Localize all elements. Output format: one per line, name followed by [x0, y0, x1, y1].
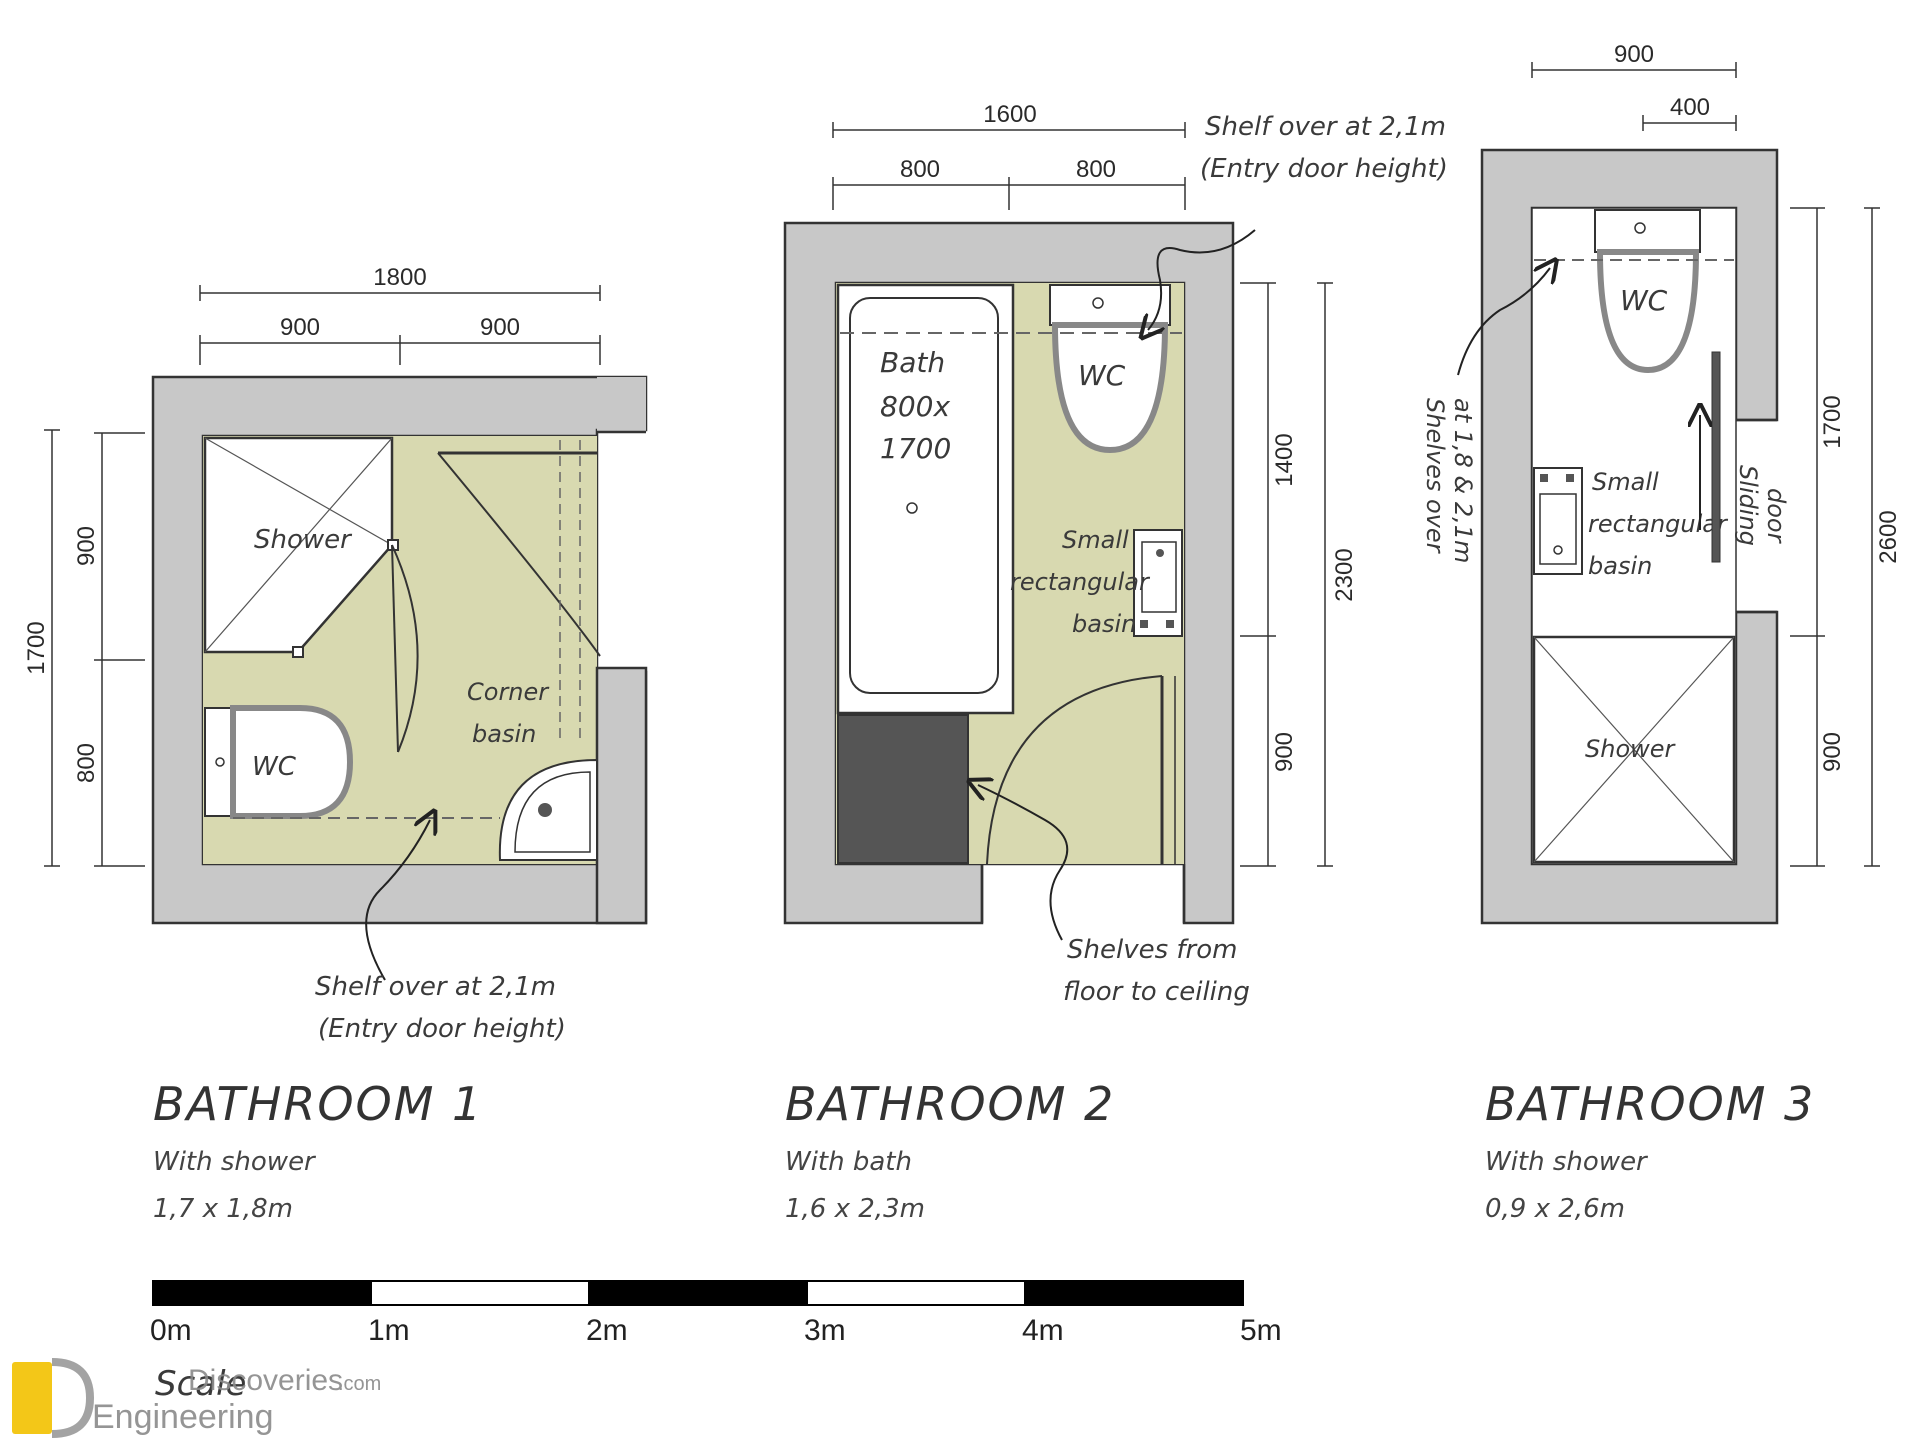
bathroom-2-note-bottom-line-1: Shelves from: [1067, 935, 1237, 965]
svg-text:1600: 1600: [983, 101, 1036, 128]
svg-text:1700: 1700: [23, 621, 50, 674]
bathroom-3-dims-right: 1700 900 2600: [1790, 207, 1902, 867]
svg-text:900: 900: [1614, 41, 1654, 68]
svg-text:Bath: Bath: [880, 346, 945, 379]
bathroom-2-dims-right: 1400 900 2300: [1240, 282, 1358, 867]
bathroom-3-title: BATHROOM 3: [1485, 1077, 1815, 1131]
bathroom-3-plan: WC Small rectangular basin Sliding door …: [1421, 41, 1902, 1224]
bathroom-1-title: BATHROOM 1: [153, 1077, 483, 1131]
scale-label-2: 2m: [586, 1314, 628, 1347]
svg-text:900: 900: [73, 526, 100, 566]
bathroom-2-note-top-line-2: (Entry door height): [1200, 154, 1448, 184]
svg-text:Small: Small: [1592, 468, 1659, 496]
svg-text:800: 800: [1076, 156, 1116, 183]
svg-text:1700: 1700: [1819, 395, 1846, 448]
bathroom-3-basin: Small rectangular basin: [1533, 467, 1729, 580]
svg-text:Sliding: Sliding: [1734, 465, 1762, 546]
scale-label-1: 1m: [368, 1314, 410, 1347]
svg-text:400: 400: [1670, 94, 1710, 121]
svg-text:basin: basin: [1072, 610, 1136, 638]
bathroom-3-sliding-door: [1711, 351, 1721, 563]
svg-text:Shower: Shower: [1585, 735, 1677, 763]
svg-text:at 1,8 & 2,1m: at 1,8 & 2,1m: [1449, 398, 1477, 563]
svg-text:1400: 1400: [1271, 433, 1298, 486]
watermark: Discoveries .com Engineering: [12, 1358, 381, 1438]
bathroom-3-shower: Shower: [1532, 635, 1736, 864]
svg-text:800: 800: [900, 156, 940, 183]
svg-text:door: door: [1762, 488, 1790, 545]
scale-label-0: 0m: [150, 1314, 192, 1347]
svg-text:rectangular: rectangular: [1588, 510, 1729, 538]
bathroom-2-shelves: [837, 714, 969, 864]
bathroom-1-shower: Shower: [203, 436, 399, 658]
bathroom-2-subtitle: With bath: [785, 1147, 912, 1177]
bathroom-1-subtitle: With shower: [153, 1147, 317, 1177]
bathroom-1-wc-label: WC: [252, 752, 297, 782]
svg-text:2600: 2600: [1875, 510, 1902, 563]
bathroom-2-bath: Bath 800x 1700: [836, 283, 1015, 715]
scale-bar: 0m 1m 2m 3m 4m 5m Scale: [150, 1280, 1282, 1404]
bathroom-1-dims-top: 1800 900 900: [199, 264, 601, 365]
bathroom-2-wc: WC: [1049, 284, 1171, 454]
svg-text:Corner: Corner: [467, 678, 550, 706]
svg-text:800x: 800x: [880, 390, 950, 423]
scale-label-4: 4m: [1022, 1314, 1064, 1347]
bathroom-2-size: 1,6 x 2,3m: [785, 1194, 925, 1224]
scale-label-5: 5m: [1240, 1314, 1282, 1347]
bathroom-3-wc: WC: [1594, 209, 1701, 374]
bathroom-1-size: 1,7 x 1,8m: [153, 1194, 293, 1224]
bathroom-2-dims-top: 1600 800 800: [832, 101, 1186, 210]
svg-text:Shelves over: Shelves over: [1421, 398, 1449, 555]
svg-text:900: 900: [1819, 732, 1846, 772]
bathroom-1-note-line-2: (Entry door height): [318, 1014, 566, 1044]
svg-text:1700: 1700: [880, 432, 951, 465]
bathroom-2-plan: Bath 800x 1700 WC Small rectangular basi…: [783, 101, 1448, 1224]
bathroom-1-corner-basin: Corner basin: [467, 678, 598, 861]
bathroom-3-dims-top: 900 400: [1531, 41, 1737, 131]
svg-text:2300: 2300: [1331, 548, 1358, 601]
bathroom-1-plan: Shower WC Corner basin Shelf over at 2,1…: [23, 264, 648, 1224]
scale-caption: Scale: [155, 1364, 246, 1404]
svg-text:basin: basin: [472, 720, 536, 748]
svg-text:Small: Small: [1062, 526, 1129, 554]
bathroom-3-subtitle: With shower: [1485, 1147, 1649, 1177]
svg-text:WC: WC: [1620, 284, 1668, 317]
svg-text:900: 900: [480, 314, 520, 341]
bathroom-2-note-top-line-1: Shelf over at 2,1m: [1205, 112, 1446, 142]
svg-text:basin: basin: [1588, 552, 1652, 580]
svg-text:WC: WC: [1078, 359, 1126, 392]
bathroom-1-dims-left: 1700 900 800: [23, 429, 145, 867]
logo-icon: [12, 1358, 95, 1438]
bathroom-1-wc: WC: [204, 705, 354, 819]
svg-text:rectangular: rectangular: [1010, 568, 1151, 596]
svg-text:800: 800: [73, 743, 100, 783]
bathroom-2-note-bottom-line-2: floor to ceiling: [1063, 977, 1250, 1007]
svg-text:900: 900: [1271, 732, 1298, 772]
svg-text:.com: .com: [338, 1373, 381, 1395]
svg-text:Discoveries: Discoveries: [188, 1364, 343, 1397]
scale-label-3: 3m: [804, 1314, 846, 1347]
svg-text:900: 900: [280, 314, 320, 341]
bathroom-1-shower-label: Shower: [254, 525, 353, 555]
bathroom-2-title: BATHROOM 2: [785, 1077, 1115, 1131]
bathroom-2-basin: Small rectangular basin: [1010, 526, 1183, 638]
svg-text:Engineering: Engineering: [92, 1398, 273, 1436]
svg-text:1800: 1800: [373, 264, 426, 291]
bathroom-3-size: 0,9 x 2,6m: [1485, 1194, 1625, 1224]
bathroom-1-note-line-1: Shelf over at 2,1m: [315, 972, 556, 1002]
